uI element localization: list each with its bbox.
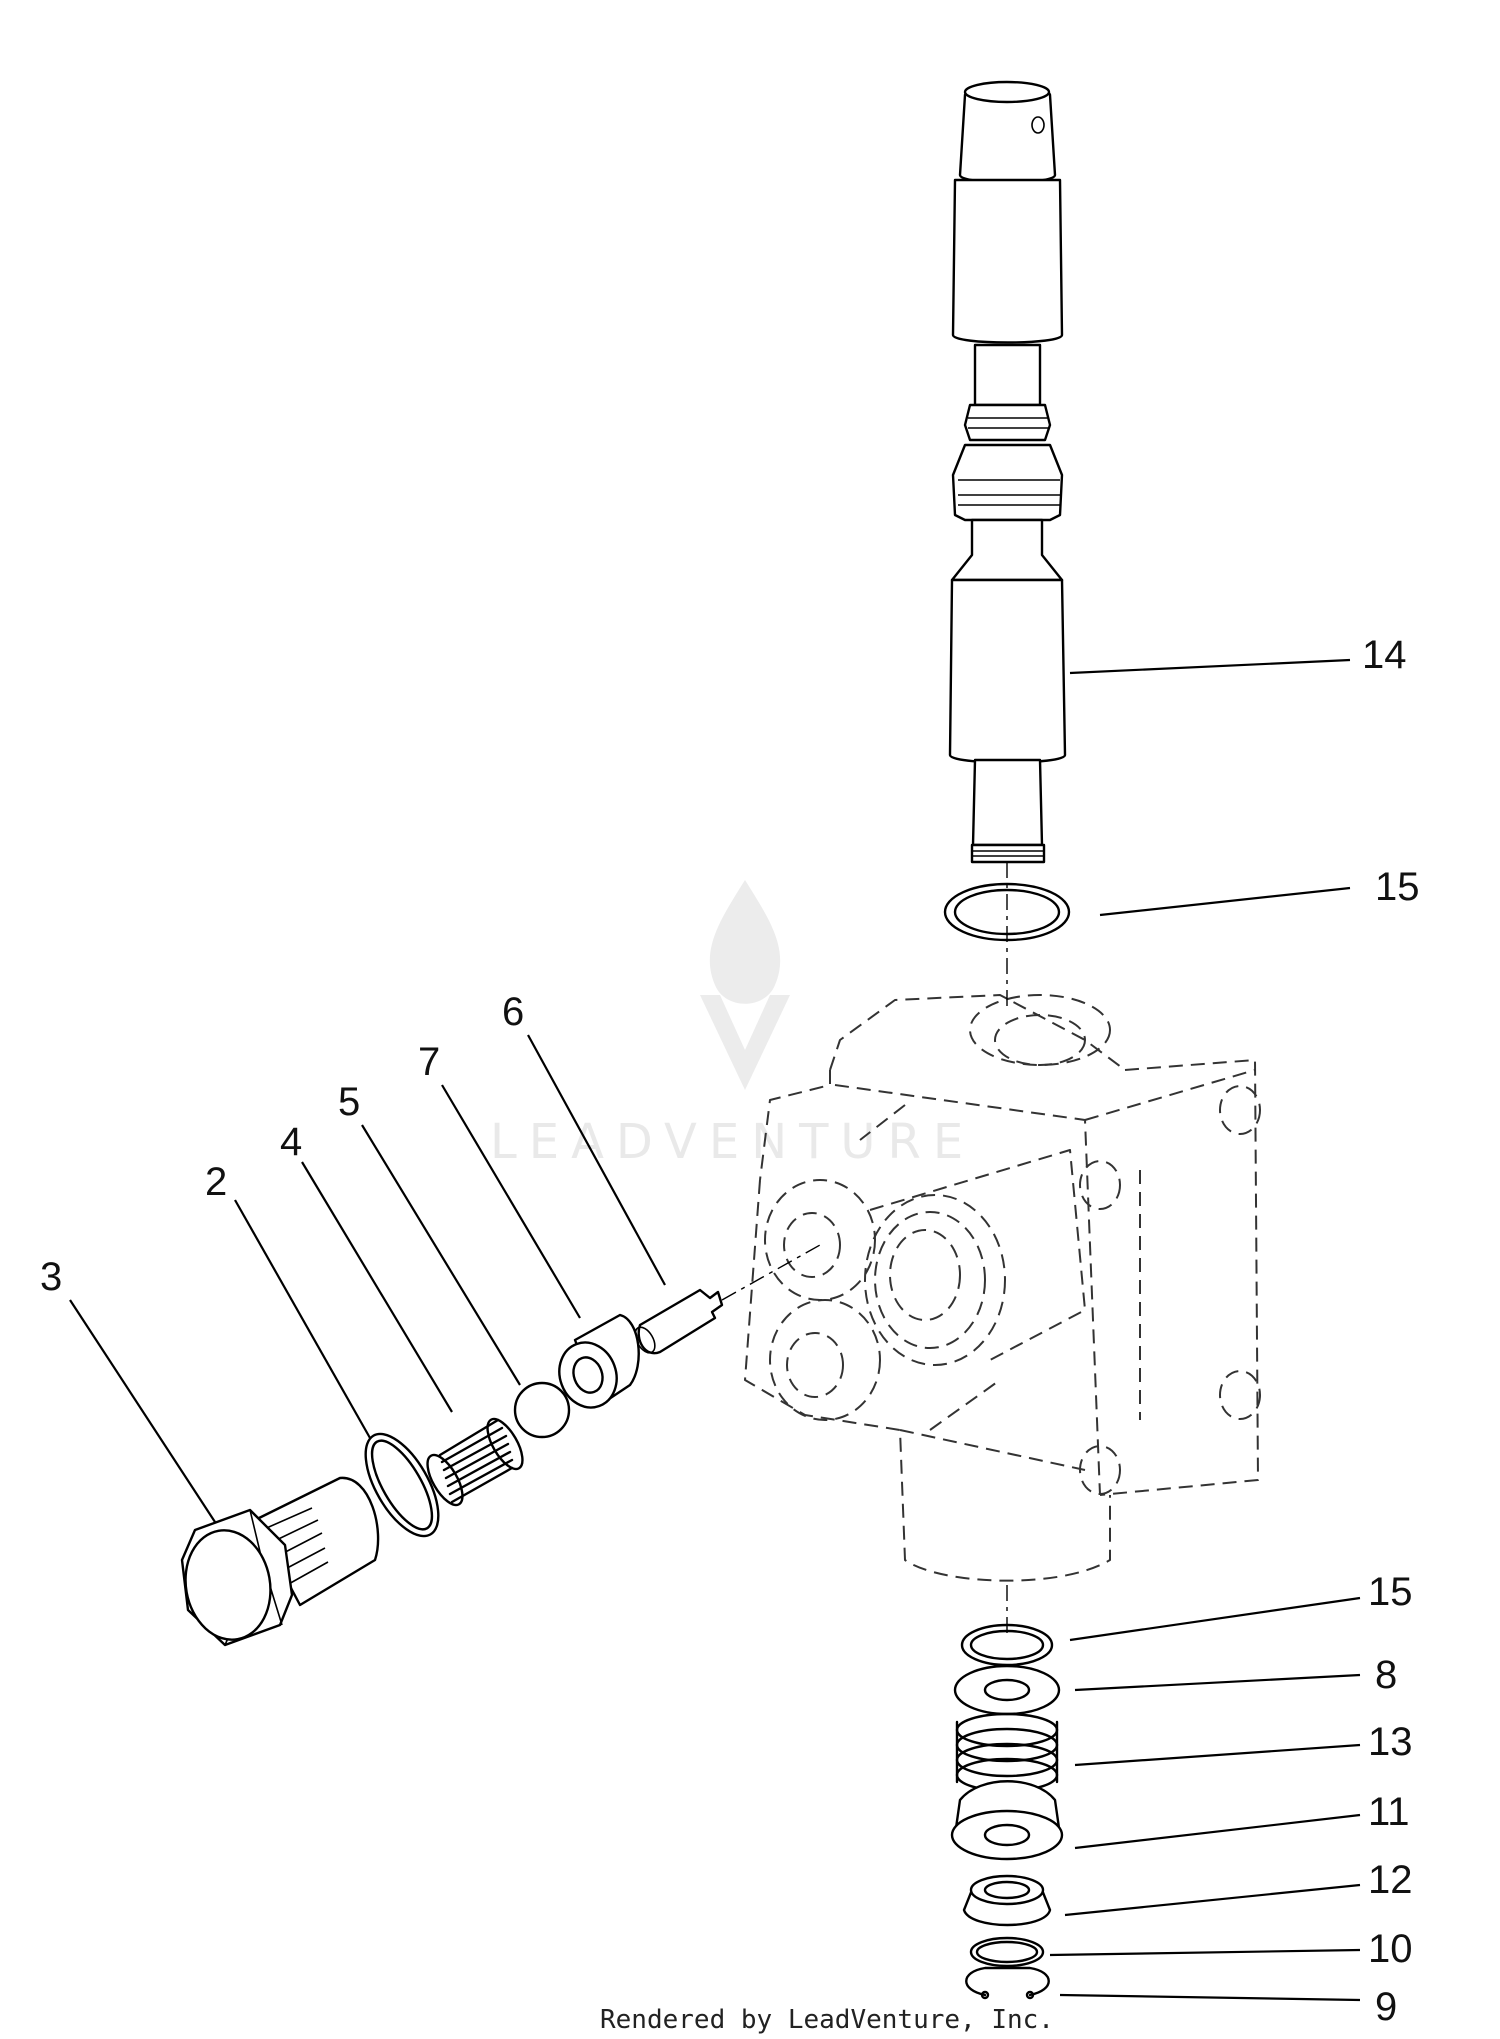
callout-9: 9: [1375, 1985, 1397, 2029]
retaining-ring-part-9: [965, 1966, 1050, 2000]
plug-part-3: [180, 1476, 380, 1647]
callout-2: 2: [205, 1160, 227, 1204]
relief-centerline: [721, 1244, 821, 1301]
watermark-flame-icon: [700, 880, 790, 1090]
footer-credit: Rendered by LeadVenture, Inc.: [600, 2005, 1054, 2035]
callout-15-top: 15: [1375, 865, 1420, 909]
callout-14: 14: [1362, 633, 1407, 677]
callout-8: 8: [1375, 1653, 1397, 1697]
callout-labels: 14 15 6 7 5 4 2 3 15 8 13 11 12 10 9: [40, 633, 1420, 2029]
seat-part-7: [558, 1313, 640, 1409]
callout-7: 7: [418, 1040, 440, 1084]
callout-12: 12: [1368, 1858, 1413, 1902]
o-ring-part-15-top: [943, 882, 1071, 942]
callout-15-bottom: 15: [1368, 1570, 1413, 1614]
watermark: LEADVENTURE: [490, 880, 975, 1170]
leader-lines: [69, 658, 1361, 2002]
callout-11: 11: [1368, 1790, 1410, 1834]
callout-5: 5: [338, 1080, 360, 1124]
pin-part-6: [634, 1288, 724, 1355]
watermark-text: LEADVENTURE: [490, 1114, 975, 1170]
o-ring-part-15-bottom: [960, 1623, 1054, 1667]
ball-part-5: [513, 1381, 571, 1439]
callout-13: 13: [1368, 1720, 1413, 1764]
spring-part-13: [955, 1712, 1059, 1793]
snap-ring-part-10: [969, 1936, 1045, 1968]
o-ring-part-2: [364, 1432, 440, 1538]
callout-4: 4: [280, 1120, 302, 1164]
spring-part-4: [426, 1417, 524, 1507]
callout-6: 6: [502, 990, 524, 1034]
relief-valve-group: [180, 1244, 821, 1647]
spool-part-14: [948, 80, 1067, 864]
spacer-part-12: [962, 1874, 1052, 1927]
callout-10: 10: [1368, 1927, 1413, 1971]
washer-part-8: [953, 1664, 1061, 1716]
washer-part-11: [950, 1780, 1064, 1861]
callout-3: 3: [40, 1255, 62, 1299]
valve-body: [744, 994, 1261, 1582]
